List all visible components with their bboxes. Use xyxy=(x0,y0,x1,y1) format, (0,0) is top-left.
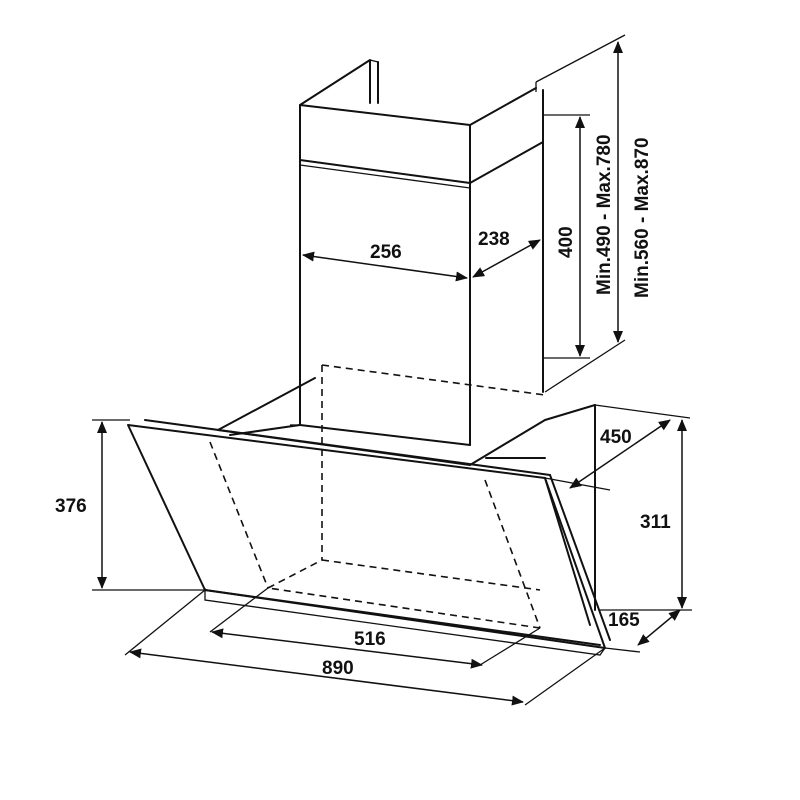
label-range-inner: Min.490 - Max.780 xyxy=(594,134,615,295)
label-inner-width: 516 xyxy=(354,629,386,650)
hood-body xyxy=(127,364,611,656)
label-range-outer: Min.560 - Max.870 xyxy=(632,137,653,298)
label-chimney-width: 256 xyxy=(370,242,402,263)
chimney xyxy=(299,59,544,446)
label-total-width: 890 xyxy=(322,658,354,679)
dimension-lines xyxy=(92,34,692,706)
label-body-height: 311 xyxy=(640,512,671,533)
label-glass-height: 376 xyxy=(55,496,87,517)
label-hood-depth: 450 xyxy=(600,427,632,448)
label-chimney-depth: 238 xyxy=(478,229,510,250)
label-chimney-height: 400 xyxy=(556,226,577,258)
label-base-depth: 165 xyxy=(608,610,640,631)
